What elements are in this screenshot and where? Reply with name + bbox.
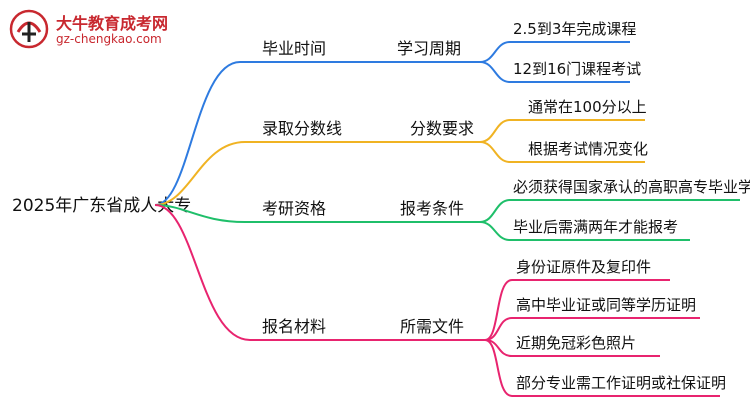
branch-sublabel-graduation: 学习周期 [397,39,461,58]
leaf-connector [479,199,511,223]
branch-curve-postgrad [154,204,246,223]
root-node-label: 2025年广东省成人大专 [12,196,191,216]
branch-sublabel-admission: 分数要求 [410,119,474,138]
logo-emblem-icon [9,9,49,49]
branch-sublabel-materials: 所需文件 [400,317,464,336]
leaf-connector [484,339,513,397]
logo-title: 大牛教育成考网 [56,14,169,33]
leaf-connector [479,141,511,163]
leaf-connector [479,61,511,83]
branch-label-admission: 录取分数线 [262,119,342,138]
logo: 大牛教育成考网 gz-chengkao.com [8,8,168,54]
branch-curve-admission [154,141,246,206]
branch-label-materials: 报名材料 [262,317,326,336]
leaf-label: 12到16门课程考试 [513,60,641,78]
leaf-connector [479,119,511,143]
branch-label-graduation: 毕业时间 [262,39,326,58]
branch-curve-graduation [154,61,241,206]
leaf-connector [479,221,511,241]
leaf-label: 近期免冠彩色照片 [516,334,636,352]
leaf-label: 毕业后需满两年才能报考 [513,218,678,236]
leaf-label: 根据考试情况变化 [528,140,648,158]
leaf-label: 部分专业需工作证明或社保证明 [516,374,726,392]
branch-sublabel-postgrad: 报考条件 [400,199,464,218]
leaf-connector [484,279,513,341]
leaf-label: 身份证原件及复印件 [516,258,651,276]
leaf-connector [479,41,511,63]
logo-url: gz-chengkao.com [56,32,162,46]
leaf-label: 高中毕业证或同等学历证明 [516,296,696,314]
leaf-label: 2.5到3年完成课程 [513,20,636,38]
branch-label-postgrad: 考研资格 [262,199,326,218]
leaf-label: 必须获得国家承认的高职高专毕业学历 [513,178,750,196]
leaf-label: 通常在100分以上 [528,98,647,116]
branch-curve-materials [154,204,251,341]
